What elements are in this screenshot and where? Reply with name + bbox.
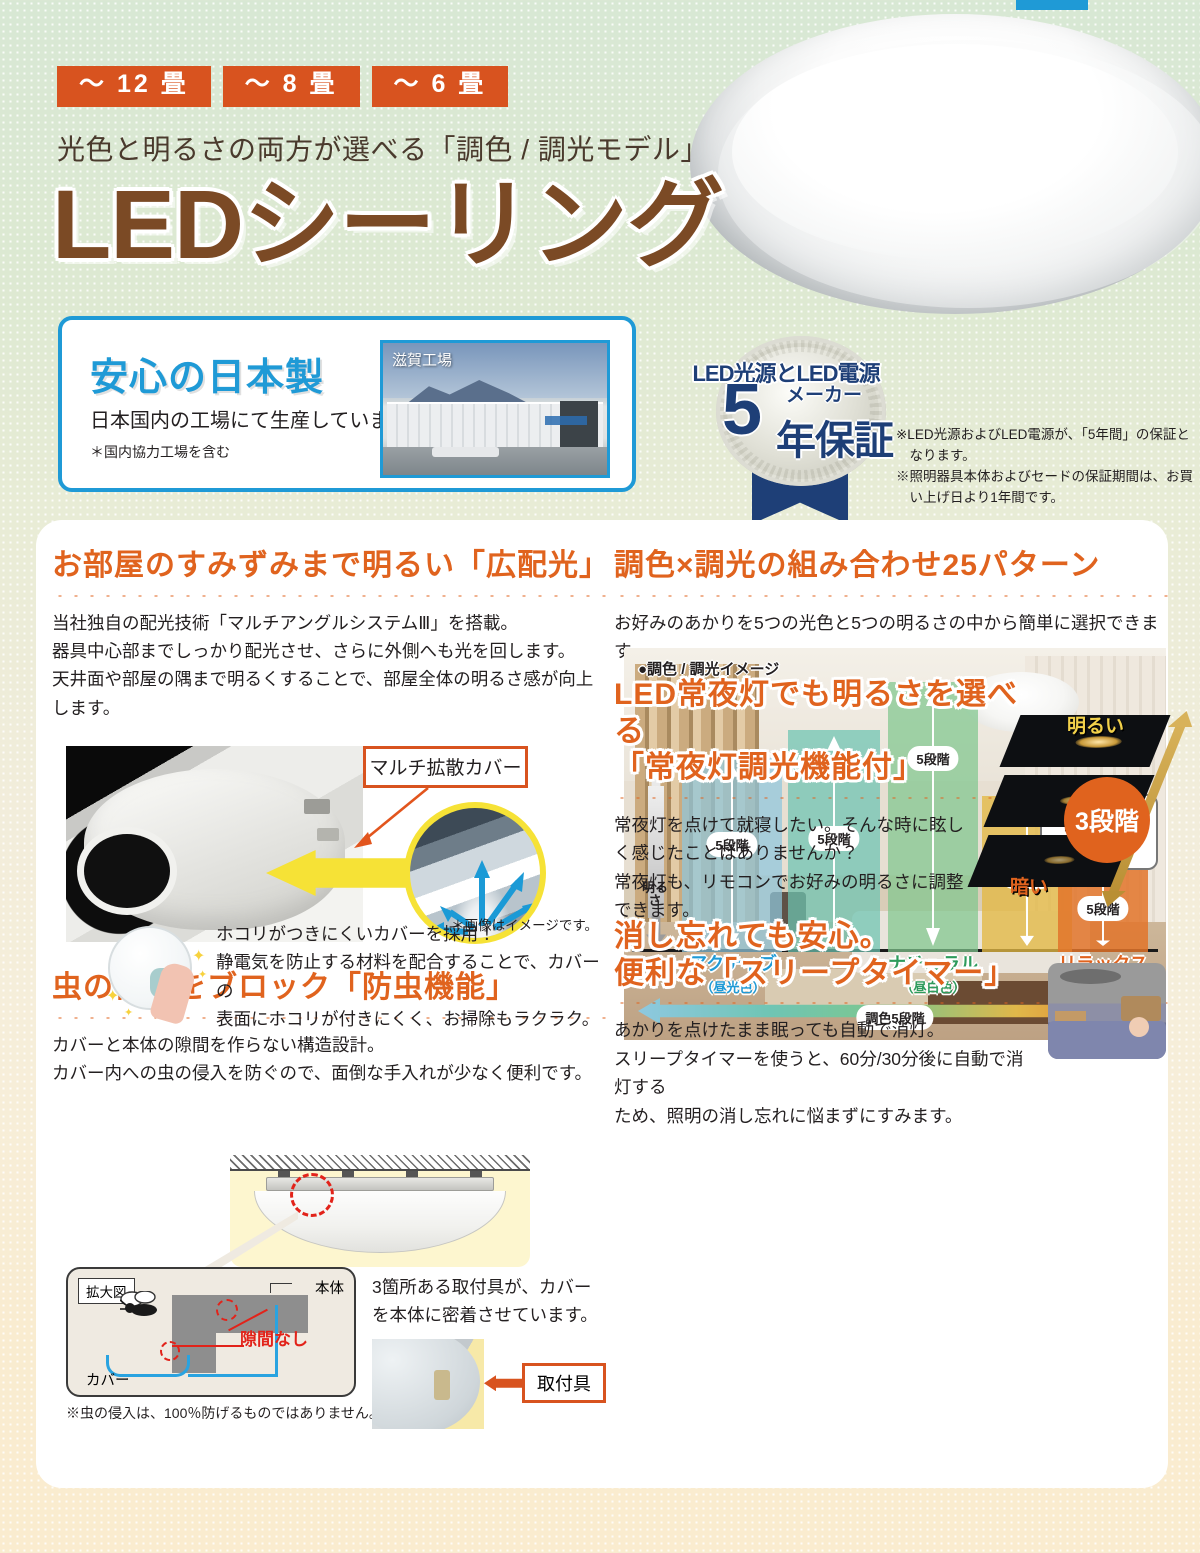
bar-step-label: 5段階 xyxy=(907,746,959,771)
label-dark: 暗い xyxy=(1010,877,1049,899)
bar-step-label: 5段階 xyxy=(706,832,758,857)
warranty-note: ※LED光源およびLED電源が、「5年間」の保証となります。 xyxy=(896,427,1190,463)
room-size-tags: ～ 12 畳 ～ 8 畳 ～ 6 畳 xyxy=(57,66,509,107)
bar-step-label: 5段階 xyxy=(808,826,860,851)
divider xyxy=(614,593,1174,598)
dust-resistant-body: ホコリがつきにくいカバーを採用！ 静電気を防止する材料を配合することで、カバーの… xyxy=(216,924,600,1030)
top-tab-marker xyxy=(1016,0,1088,10)
patterns-title: 調色×調光の組み合わせ25パターン xyxy=(614,549,1101,582)
room-size-tag: ～ 6 畳 xyxy=(371,66,509,107)
color-range-label: 調色5段階 xyxy=(856,1005,934,1030)
label-bright: 明るい xyxy=(1066,716,1124,738)
body-label: 本体 xyxy=(315,1281,344,1298)
divider xyxy=(614,1001,1174,1006)
night-light-images: 明るい 暗い 3段階 xyxy=(967,713,1188,899)
mount-description: 3箇所ある取付具が、カバーを本体に密着させています。 xyxy=(372,1277,598,1326)
hero-section: ～ 12 畳 ～ 8 畳 ～ 6 畳 光色と明るさの両方が選べる「調色 / 調光… xyxy=(0,0,1200,524)
room-size-tag: ～ 12 畳 xyxy=(57,66,211,107)
night-light-title: LED常夜灯でも明るさを選べる 「常夜灯調光機能付」 xyxy=(614,678,1018,785)
multi-diffusion-cover-callout: マルチ拡散カバー xyxy=(363,745,528,788)
chart-category-sub: （昼光色） xyxy=(700,980,766,995)
night-light-body: 常夜灯を点けて就寝したい。そんな時に眩し く感じたことはありませんか？ 常夜灯も… xyxy=(614,815,964,921)
room-size-tag: ～ 8 畳 xyxy=(222,66,360,107)
fixture-cross-section xyxy=(186,1155,530,1290)
sleep-timer-title: 消し忘れても安心。 便利な「スリープタイマー」 xyxy=(614,920,1016,990)
made-in-japan-desc: 日本国内の工場にて生産しています。 xyxy=(90,410,428,432)
enlarged-diagram-label: 拡大図 xyxy=(78,1278,135,1305)
chart-bar: 5段階 xyxy=(682,758,782,952)
seal-medal-icon xyxy=(716,336,886,486)
warranty-note: ※照明器具本体およびセードの保証期間は、お買い上げ日より1年間です。 xyxy=(896,468,1193,505)
insect-diagram: 拡大図 本体 隙間なし カバー ※虫の侵入は、10 xyxy=(52,1091,606,1431)
factory-photo-label: 滋賀工場 xyxy=(392,352,453,369)
wide-light-body: 当社独自の配光技術「マルチアングルシステムⅢ」を搭載。 器具中心部までしっかり配… xyxy=(52,612,594,718)
highlight-circle-icon xyxy=(160,1341,180,1362)
brightness-axis-icon xyxy=(642,756,670,948)
insect-disclaimer: ※虫の侵入は、100％防げるものではありません。 xyxy=(66,1405,383,1422)
wide-light-figure: マルチ拡散カバー ＊画像はイメージです。 xyxy=(52,732,606,958)
right-column: 調色×調光の組み合わせ25パターン お好みのあかりを5つの光色と5つの明るさの中… xyxy=(614,548,1188,1130)
hero-subtitle: 光色と明るさの両方が選べる「調色 / 調光モデル」 xyxy=(57,134,709,165)
night-light-section: LED常夜灯でも明るさを選べる 「常夜灯調光機能付」 常夜灯を点けて就寝したい。… xyxy=(614,677,1188,920)
callout-leader-line xyxy=(354,786,429,848)
features-panel: お部屋のすみずみまで明るい「広配光」 当社独自の配光技術「マルチアングルシステム… xyxy=(36,520,1188,1488)
divider xyxy=(52,593,606,598)
warranty-number: 5 xyxy=(722,370,763,450)
sleep-timer-body: あかりを点けたまま眠っても自動で消灯。 スリープタイマーを使うと、60分/30分… xyxy=(614,1020,1024,1126)
cover-label: カバー xyxy=(86,1373,130,1390)
sleeping-person-illustration xyxy=(1048,963,1166,1060)
chart-title: ●調色 / 調光イメージ xyxy=(638,661,780,678)
insect-icon xyxy=(120,1291,157,1317)
made-in-japan-box: 安心の日本製 日本国内の工場にて生産しています。 ＊国内協力工場を含む 滋賀工場 xyxy=(58,316,636,492)
insect-block-body: カバーと本体の隙間を作らない構造設計。 カバー内への虫の侵入を防ぐので、面倒な手… xyxy=(52,1034,593,1083)
image-disclaimer: ＊画像はイメージです。 xyxy=(451,917,598,933)
warranty-maker-label: メーカー xyxy=(786,385,863,406)
warranty-year-label: 年保証 xyxy=(776,419,894,463)
chart-category-sub: （昼白色） xyxy=(900,980,966,995)
chart-bar: 5段階 xyxy=(788,730,880,952)
warranty-top-label: LED光源とLED電源 xyxy=(692,361,880,386)
left-column: お部屋のすみずみまで明るい「広配光」 当社独自の配光技術「マルチアングルシステム… xyxy=(52,548,610,1431)
divider xyxy=(52,1015,606,1020)
pointer-arrow-icon xyxy=(484,1375,524,1392)
factory-photo: 滋賀工場 xyxy=(380,340,610,478)
chart-category-label: ナチュラル （昼白色） xyxy=(868,950,998,996)
mount-callout: 取付具 xyxy=(522,1363,606,1404)
warranty-notes: ※LED光源およびLED電源が、「5年間」の保証となります。 ※照明器具本体およ… xyxy=(896,425,1196,509)
light-diffusion-closeup xyxy=(404,801,546,944)
wide-light-title: お部屋のすみずみまで明るい「広配光」 xyxy=(52,549,610,582)
warranty-seal: LED光源とLED電源 5 メーカー 年保証 xyxy=(692,334,900,524)
three-step-badge: 3段階 xyxy=(1064,777,1150,864)
enlarged-diagram: 拡大図 本体 隙間なし カバー xyxy=(66,1267,356,1398)
no-gap-label: 隙間なし xyxy=(240,1330,308,1350)
chart-category-label: アクティブ （昼光色） xyxy=(668,950,798,996)
mount-photo xyxy=(372,1339,484,1430)
chart-bar: 5段階 xyxy=(888,682,978,952)
highlight-circle-icon xyxy=(216,1299,238,1322)
made-in-japan-note: ＊国内協力工場を含む xyxy=(90,444,230,460)
sleep-timer-section: 消し忘れても安心。 便利な「スリープタイマー」 あかりを点けたまま眠っても自動で… xyxy=(614,919,1174,1130)
ceiling-lamp-photo xyxy=(690,14,1200,314)
cover-closeup-photo xyxy=(66,745,363,942)
made-in-japan-title: 安心の日本製 xyxy=(90,357,325,399)
cleaning-cover-icon: ✦ ✦ ✦ ✦ xyxy=(106,924,207,1026)
divider xyxy=(614,796,1012,801)
page-title: LEDシーリング xyxy=(52,170,724,279)
highlight-circle-icon xyxy=(290,1173,334,1218)
chart-ylabel: 明るさ xyxy=(642,879,669,909)
